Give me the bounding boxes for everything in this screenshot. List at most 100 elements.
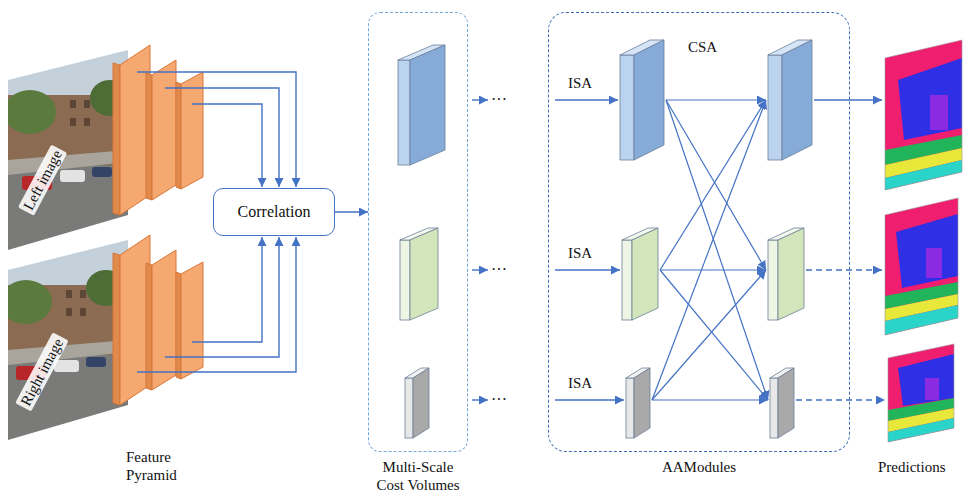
image-label: Right image — [15, 333, 68, 412]
slab-side — [146, 263, 152, 390]
car — [60, 170, 85, 182]
feature-pyramid-left — [113, 45, 203, 215]
group-frame — [368, 12, 468, 452]
volume-side — [413, 368, 429, 438]
map-region — [880, 195, 970, 340]
right-photo — [0, 230, 133, 445]
window — [84, 118, 90, 126]
car — [92, 167, 112, 177]
window — [70, 100, 76, 108]
feature-wire — [192, 237, 262, 342]
feature-slab — [152, 250, 176, 390]
csa-link — [666, 99, 766, 100]
group-label: AAModules — [548, 458, 850, 476]
csa-link — [660, 269, 766, 270]
volume-side — [410, 228, 438, 320]
volume-front — [620, 55, 634, 160]
cost-volumes — [398, 45, 445, 438]
volume-front — [398, 60, 410, 165]
car — [22, 176, 52, 190]
csa-link — [666, 100, 766, 270]
window — [66, 308, 72, 316]
flow-arrow — [472, 399, 488, 400]
flow-connector — [335, 211, 368, 212]
aamodule-group: AAModules — [548, 12, 850, 476]
volume-front — [770, 378, 778, 438]
isa-arrow — [555, 99, 618, 100]
prediction-map — [880, 35, 970, 195]
stage-label: Predictions — [878, 458, 946, 476]
group-caption: Multi-Scale Cost Volumes — [368, 12, 468, 494]
volume-side — [778, 228, 804, 320]
group-frame — [548, 12, 850, 452]
slab-side — [113, 63, 120, 215]
map-frame — [888, 344, 954, 442]
window — [84, 100, 90, 108]
csa-link — [660, 100, 766, 270]
output-arrow — [814, 99, 882, 100]
feature-slab — [181, 72, 203, 189]
csa-volumes — [768, 40, 812, 438]
slab-side — [146, 73, 152, 200]
feature-pyramid-right — [113, 235, 203, 405]
volume-front — [400, 240, 410, 320]
csa-link — [666, 100, 768, 400]
module-label: ISA — [568, 374, 592, 392]
csa-link — [652, 100, 766, 400]
feature-wire — [165, 237, 279, 357]
volume-front — [405, 378, 413, 438]
volume-front — [768, 55, 782, 160]
map-frame — [885, 40, 962, 190]
csa-link — [652, 399, 768, 400]
feature-wire — [137, 72, 296, 187]
volume-side — [410, 45, 445, 165]
volume-side — [634, 368, 650, 438]
slab-side — [113, 253, 120, 405]
box-label: Correlation — [238, 202, 311, 222]
window — [66, 290, 72, 298]
feature-slab — [181, 262, 203, 379]
slab-side — [176, 272, 181, 379]
volume-side — [634, 40, 664, 160]
isa-arrow — [555, 269, 620, 270]
car — [86, 357, 106, 367]
feature-wire — [137, 237, 296, 372]
prediction-map — [880, 195, 970, 340]
volume-front — [626, 378, 634, 438]
volume-front — [768, 240, 778, 320]
map-region — [925, 378, 939, 400]
flow-arrow — [472, 99, 488, 100]
ellipsis-mark: ··· — [491, 260, 507, 280]
map-region — [885, 340, 960, 445]
map-region — [930, 95, 948, 130]
map-region — [898, 58, 962, 140]
isa-volumes — [620, 40, 664, 438]
module-label: ISA — [568, 244, 592, 262]
output-arrow — [806, 269, 882, 270]
isa-arrow — [555, 399, 624, 400]
prediction-map — [885, 340, 960, 445]
feature-wire — [165, 88, 279, 187]
slab-side — [176, 82, 181, 189]
map-region — [898, 354, 954, 406]
car — [54, 360, 79, 372]
window — [80, 308, 86, 316]
feature-wire — [192, 104, 262, 187]
tree — [4, 90, 56, 134]
correlation-box: Correlation — [213, 188, 335, 236]
group-caption: AAModules — [548, 12, 850, 476]
map-region — [880, 35, 970, 195]
ellipsis-mark: ··· — [491, 390, 507, 410]
volume-side — [778, 368, 794, 438]
map-frame — [885, 198, 958, 335]
tree — [0, 280, 52, 324]
output-arrows — [796, 100, 885, 400]
module-label: CSA — [688, 38, 717, 56]
stage-label: Feature Pyramid — [126, 448, 206, 484]
csa-link — [652, 270, 766, 400]
